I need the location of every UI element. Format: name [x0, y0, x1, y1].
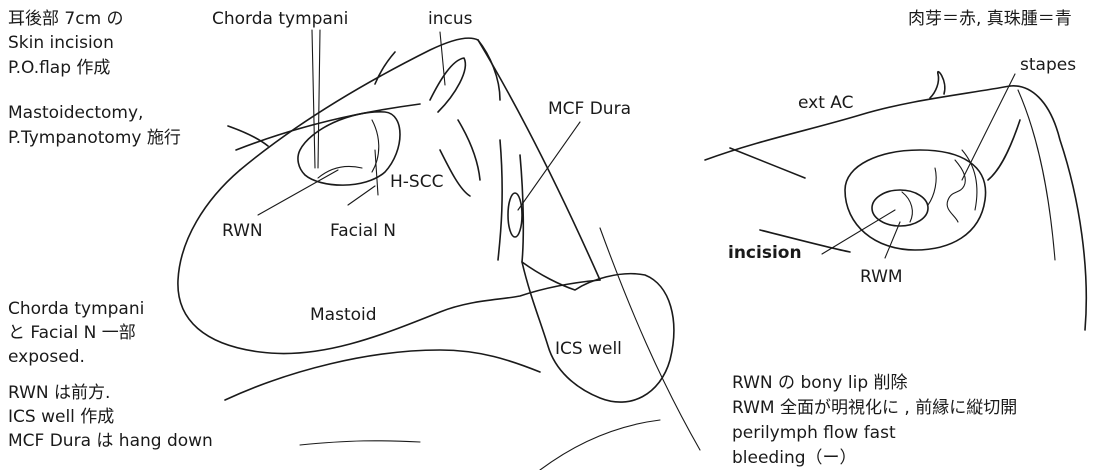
- left-notes-top: 耳後部 7cm の Skin incision P.O.flap 作成: [8, 9, 124, 78]
- note-line: exposed.: [8, 347, 85, 367]
- label-facial-n: Facial N: [330, 221, 396, 241]
- note-line: と Facial N 一部: [8, 323, 136, 343]
- rwm-incision: [902, 192, 912, 222]
- ext-ac-hook: [930, 72, 945, 98]
- mastoid-outline: [178, 170, 600, 354]
- canal-wall-lower: [730, 148, 805, 178]
- note-line: bleeding（ー）: [732, 448, 857, 468]
- note-line: RWN は前方.: [8, 383, 110, 403]
- label-h-scc: H-SCC: [390, 172, 443, 192]
- left-notes-bottom-b: RWN は前方. ICS well 作成 MCF Dura は hang dow…: [8, 383, 213, 451]
- label-ext-ac: ext AC: [798, 93, 854, 113]
- note-line: Skin incision: [8, 33, 114, 53]
- skin-flap-stroke: [375, 52, 395, 84]
- stapes-shape: [947, 160, 965, 222]
- incus-shape: [430, 58, 465, 112]
- tympanotomy-detail: [372, 120, 379, 172]
- label-incus: incus: [428, 9, 473, 29]
- leader-chorda: [312, 30, 315, 168]
- label-rwn: RWN: [222, 221, 263, 241]
- label-incision: incision: [728, 243, 802, 263]
- leader-incision: [822, 210, 895, 254]
- leader-facial: [348, 186, 375, 205]
- skin-flap-stroke: [228, 126, 268, 146]
- leader-mcf: [518, 122, 580, 210]
- note-line: P.Tympanotomy 施行: [8, 128, 181, 148]
- right-lower-contour: [988, 120, 1020, 180]
- note-line: ICS well 作成: [8, 407, 114, 427]
- color-legend: 肉芽＝赤, 真珠腫＝青: [908, 9, 1072, 29]
- middle-ear-opening: [845, 150, 986, 250]
- label-stapes: stapes: [1020, 55, 1076, 75]
- right-drawing: [705, 72, 1086, 330]
- note-line: RWM 全面が明視化に , 前縁に縦切開: [732, 398, 1017, 418]
- outer-frame: [1010, 86, 1086, 330]
- h-scc-contour: [440, 150, 470, 196]
- label-mastoid: Mastoid: [310, 305, 377, 325]
- left-notes-bottom-a: Chorda tympani と Facial N 一部 exposed.: [8, 299, 144, 367]
- stapes-shape: [928, 168, 936, 205]
- inferior-contour: [225, 350, 540, 400]
- label-chorda-tympani: Chorda tympani: [212, 9, 348, 29]
- left-drawing: [178, 30, 700, 470]
- note-line: MCF Dura は hang down: [8, 431, 213, 451]
- note-line: Mastoidectomy,: [8, 103, 143, 123]
- leader-chorda: [318, 30, 320, 168]
- leader-rwn: [258, 170, 338, 215]
- canal-wall-upper: [705, 86, 1010, 160]
- inferior-contour: [540, 420, 660, 470]
- note-line: RWN の bony lip 削除: [732, 373, 908, 393]
- ics-well-outline: [522, 262, 674, 402]
- left-notes-mid: Mastoidectomy, P.Tympanotomy 施行: [8, 103, 181, 148]
- inferior-contour: [300, 441, 420, 445]
- tympanotomy-detail: [318, 166, 362, 178]
- label-rwm: RWM: [860, 267, 903, 287]
- outer-frame: [1018, 90, 1055, 260]
- label-mcf-dura: MCF Dura: [548, 99, 631, 119]
- right-notes: RWN の bony lip 削除 RWM 全面が明視化に , 前縁に縦切開 p…: [732, 373, 1017, 468]
- incus-shape: [478, 40, 500, 100]
- label-ics-well: ICS well: [555, 339, 622, 359]
- tympanotomy-opening: [298, 112, 400, 185]
- note-line: 耳後部 7cm の: [8, 9, 124, 29]
- tegmen-curve: [498, 140, 502, 260]
- note-line: P.O.flap 作成: [8, 58, 110, 78]
- leader-rwm: [885, 222, 900, 258]
- mcf-dura-oval: [508, 193, 522, 237]
- note-line: perilymph flow fast: [732, 423, 896, 443]
- rwm-oval: [872, 190, 928, 226]
- h-scc-contour: [458, 120, 480, 180]
- note-line: Chorda tympani: [8, 299, 144, 319]
